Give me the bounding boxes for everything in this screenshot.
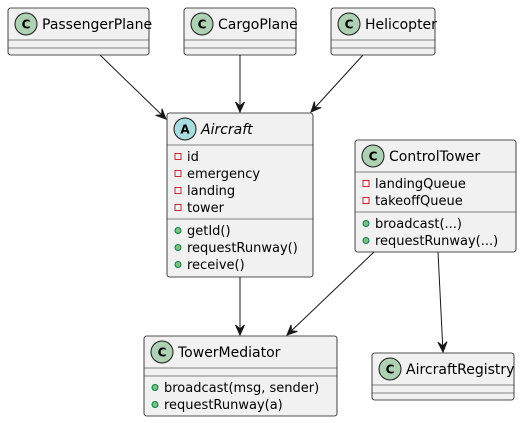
method: requestRunway() <box>187 241 298 256</box>
arrow-cargoplane-to-aircraft <box>235 55 245 114</box>
method: getId() <box>187 224 231 239</box>
method: requestRunway(...) <box>375 234 498 249</box>
private-visibility-icon <box>362 197 370 204</box>
badge-letter: C <box>22 18 31 32</box>
class-box <box>166 112 314 278</box>
attribute: emergency <box>187 167 260 182</box>
arrowhead-icon <box>286 324 298 336</box>
arrowhead-icon <box>235 101 245 114</box>
public-visibility-icon <box>362 220 370 227</box>
badge-letter: C <box>198 18 207 32</box>
private-visibility-icon <box>174 153 182 160</box>
class-name: AircraftRegistry <box>406 362 514 378</box>
arrowhead-icon <box>310 101 322 113</box>
arrow-controltower-to-towermediator <box>286 251 375 336</box>
method: receive() <box>187 258 245 273</box>
class-box <box>7 7 150 56</box>
attribute: landing <box>187 184 235 199</box>
method: requestRunway(a) <box>164 398 283 413</box>
class-name: PassengerPlane <box>42 17 152 33</box>
arrow-passengerplane-to-aircraft <box>99 54 167 120</box>
arrow-aircraft-to-towermediator <box>235 277 245 337</box>
class-cargoplane: C CargoPlane <box>183 7 298 56</box>
private-visibility-icon <box>174 170 182 177</box>
public-visibility-icon <box>151 401 159 408</box>
arrowhead-icon <box>235 324 245 337</box>
class-name: Helicopter <box>365 17 437 33</box>
arrowhead-icon <box>437 341 448 354</box>
relation-line <box>99 54 167 120</box>
attribute: tower <box>187 201 225 216</box>
relation-line <box>286 251 375 336</box>
class-name: TowerMediator <box>177 345 281 361</box>
class-passengerplane: C PassengerPlane <box>7 7 152 56</box>
public-visibility-icon <box>174 244 182 251</box>
relation-line <box>310 54 364 113</box>
class-badge-icon <box>337 12 361 36</box>
class-badge-icon <box>14 12 38 36</box>
class-badge-icon <box>361 144 385 168</box>
public-visibility-icon <box>174 261 182 268</box>
private-visibility-icon <box>174 204 182 211</box>
method: broadcast(...) <box>375 217 462 232</box>
class-badge-icon <box>150 340 174 364</box>
attribute: id <box>187 150 199 165</box>
badge-letter: A <box>180 123 190 137</box>
method: broadcast(msg, sender) <box>164 381 319 396</box>
arrow-controltower-to-aircraftregistry <box>437 251 448 354</box>
class-box <box>354 139 517 253</box>
class-towermediator: C TowerMediator broadcast(msg, sender) requ… <box>143 335 338 417</box>
arrow-helicopter-to-aircraft <box>310 54 364 113</box>
private-visibility-icon <box>362 180 370 187</box>
class-box <box>371 352 515 401</box>
public-visibility-icon <box>174 227 182 234</box>
relation-line <box>437 251 444 353</box>
class-badge-icon <box>378 357 402 381</box>
class-name: ControlTower <box>389 149 480 165</box>
abstract-badge-icon <box>173 117 197 141</box>
private-visibility-icon <box>174 187 182 194</box>
badge-letter: C <box>345 18 354 32</box>
public-visibility-icon <box>151 384 159 391</box>
arrowhead-icon <box>155 108 167 120</box>
attribute: takeoffQueue <box>375 194 463 209</box>
public-visibility-icon <box>362 237 370 244</box>
badge-letter: C <box>158 346 167 360</box>
class-aircraftregistry: C AircraftRegistry <box>371 352 515 401</box>
class-badge-icon <box>190 12 214 36</box>
class-name: CargoPlane <box>218 17 298 33</box>
class-name: Aircraft <box>200 122 253 138</box>
class-controltower: C ControlTower landingQueue takeoffQueue bro… <box>354 139 517 253</box>
class-helicopter: C Helicopter <box>330 7 437 56</box>
attribute: landingQueue <box>375 177 466 192</box>
badge-letter: C <box>369 150 378 164</box>
badge-letter: C <box>386 363 395 377</box>
